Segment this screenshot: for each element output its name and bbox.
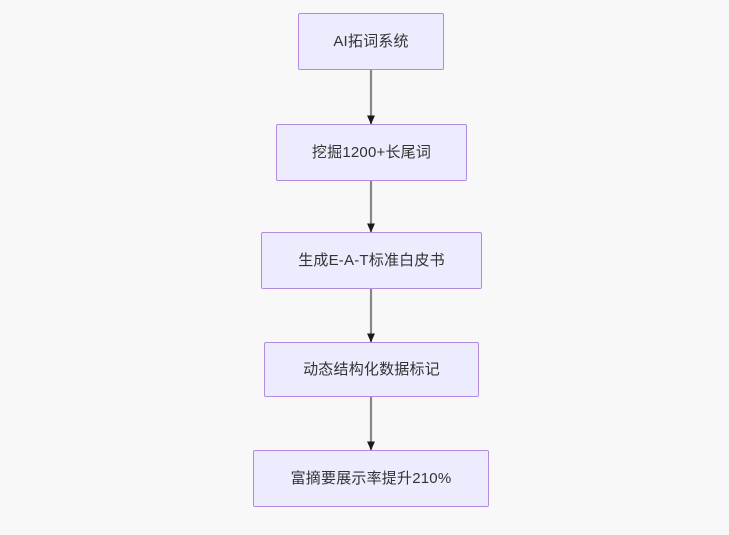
flow-node-mine-longtail-keywords[interactable]: 挖掘1200+长尾词	[276, 124, 467, 181]
flow-node-dynamic-structured-data-markup[interactable]: 动态结构化数据标记	[264, 342, 479, 397]
flow-node-label: 富摘要展示率提升210%	[290, 469, 452, 487]
flow-node-label: AI拓词系统	[333, 32, 409, 50]
flow-node-label: 挖掘1200+长尾词	[311, 143, 432, 161]
flow-node-ai-keyword-system[interactable]: AI拓词系统	[298, 13, 444, 70]
flow-node-label: 生成E-A-T标准白皮书	[298, 251, 445, 269]
flow-node-generate-eat-whitepaper[interactable]: 生成E-A-T标准白皮书	[261, 232, 482, 289]
flow-node-label: 动态结构化数据标记	[303, 360, 440, 378]
flow-node-rich-snippet-uplift[interactable]: 富摘要展示率提升210%	[253, 450, 489, 507]
